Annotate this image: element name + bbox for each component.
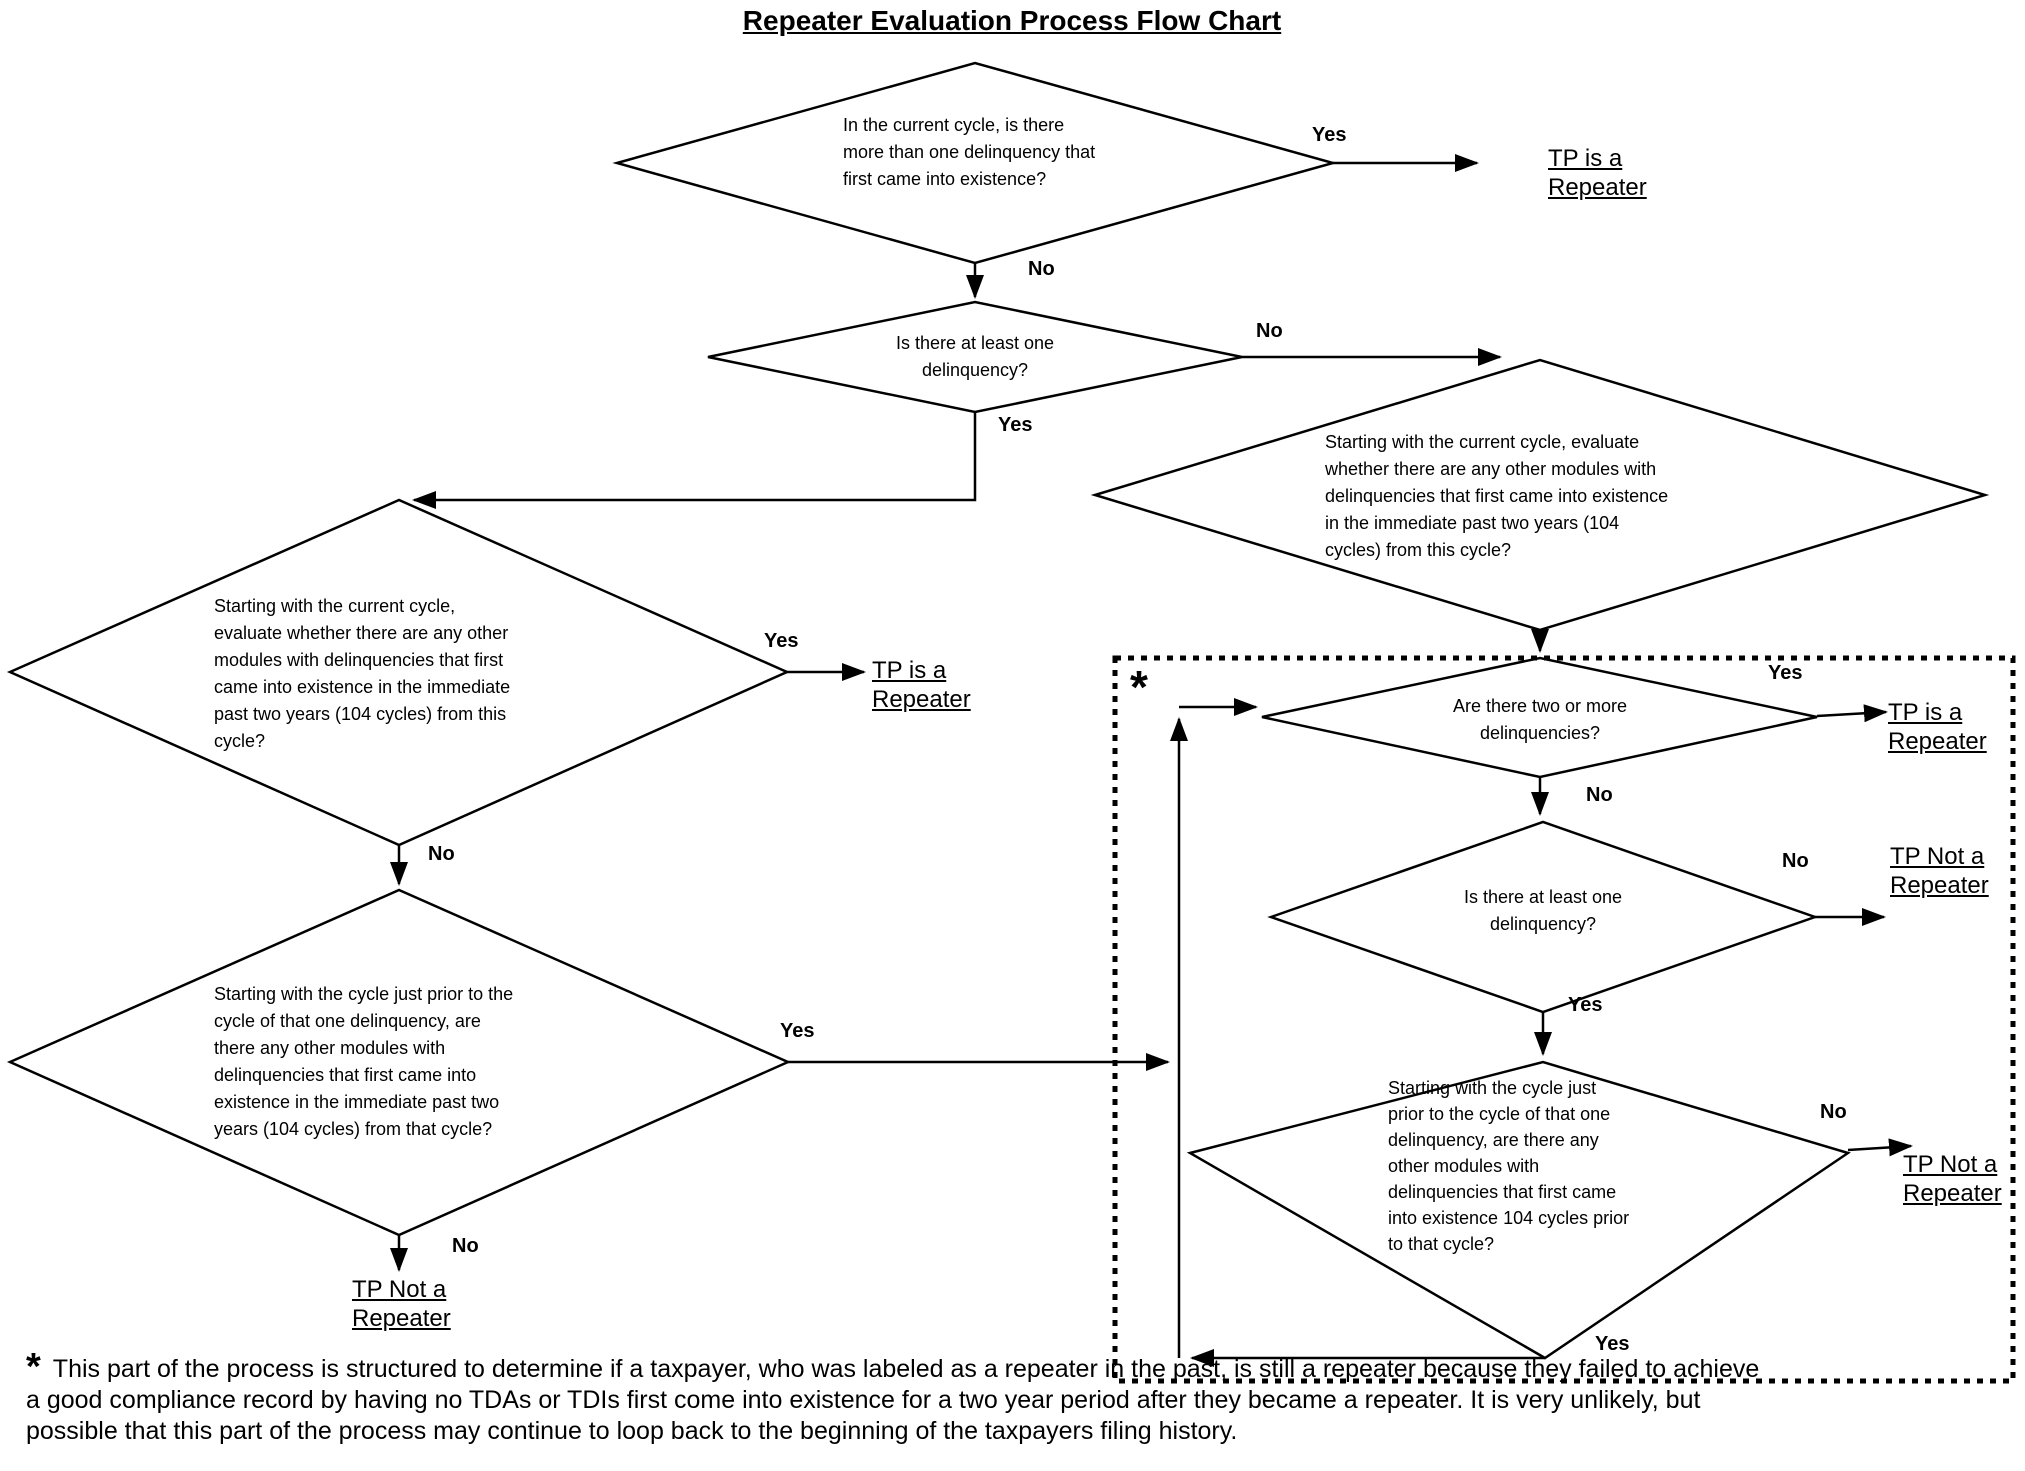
terminal-tp-not-repeater-1: TP Not a Repeater — [352, 1276, 451, 1332]
edge-label-d7-no: No — [1782, 850, 1809, 872]
footnote-text: This part of the process is structured t… — [26, 1355, 1760, 1445]
edge-label-d1-no: No — [1028, 258, 1055, 280]
terminal-tp-is-repeater-3: TP is a Repeater — [1888, 699, 1987, 755]
terminal-tp-not-repeater-3: TP Not a Repeater — [1903, 1151, 2002, 1207]
edge-label-d5-yes: Yes — [780, 1020, 815, 1042]
footnote: *This part of the process is structured … — [26, 1348, 2001, 1447]
edge-label-d4-yes: Yes — [764, 630, 799, 652]
diamond-d3 — [1090, 358, 1990, 632]
diamond-d4-text: Starting with the current cycle, evaluat… — [214, 596, 511, 751]
edge-label-d7-yes: Yes — [1568, 994, 1603, 1016]
diamond-d5-text: Starting with the cycle just prior to th… — [214, 984, 514, 1139]
repeater-loop-box — [1112, 655, 2016, 1384]
diamond-d2-text: Is there at least one delinquency? — [895, 333, 1055, 380]
edge-label-d8-no: No — [1820, 1101, 1847, 1123]
loop-box-asterisk: * — [1130, 661, 1148, 713]
diamond-d7-text: Is there at least one delinquency? — [1463, 887, 1623, 934]
edge-label-d6-yes: Yes — [1768, 662, 1803, 684]
terminal-tp-is-repeater-2: TP is a Repeater — [872, 657, 971, 713]
terminal-tp-is-repeater-1: TP is a Repeater — [1548, 145, 1647, 201]
diamond-d1-text: In the current cycle, is there more than… — [843, 115, 1096, 189]
connector-d8-no — [1847, 1138, 1913, 1157]
edge-label-d2-yes: Yes — [998, 414, 1033, 436]
edge-label-d5-no: No — [452, 1235, 479, 1257]
terminal-tp-not-repeater-2: TP Not a Repeater — [1890, 843, 1989, 899]
connector-d6-yes — [1816, 704, 1888, 723]
diamond-d6 — [1261, 656, 1818, 779]
page-title: Repeater Evaluation Process Flow Chart — [742, 5, 1282, 36]
diamond-d8-text: Starting with the cycle just prior to th… — [1388, 1078, 1630, 1254]
footnote-asterisk: * — [26, 1346, 41, 1388]
edge-label-d4-no: No — [428, 843, 455, 865]
edge-label-d2-no: No — [1256, 320, 1283, 342]
diamond-d3-text: Starting with the current cycle, evaluat… — [1325, 432, 1669, 560]
edge-label-d6-no: No — [1586, 784, 1613, 806]
diamond-d6-text: Are there two or more delinquencies? — [1452, 696, 1628, 743]
edge-label-d1-yes: Yes — [1312, 124, 1347, 146]
edge-label-d8-yes: Yes — [1595, 1333, 1630, 1355]
diamond-d8 — [1186, 1060, 1851, 1360]
connector-d2-yes — [412, 412, 977, 509]
